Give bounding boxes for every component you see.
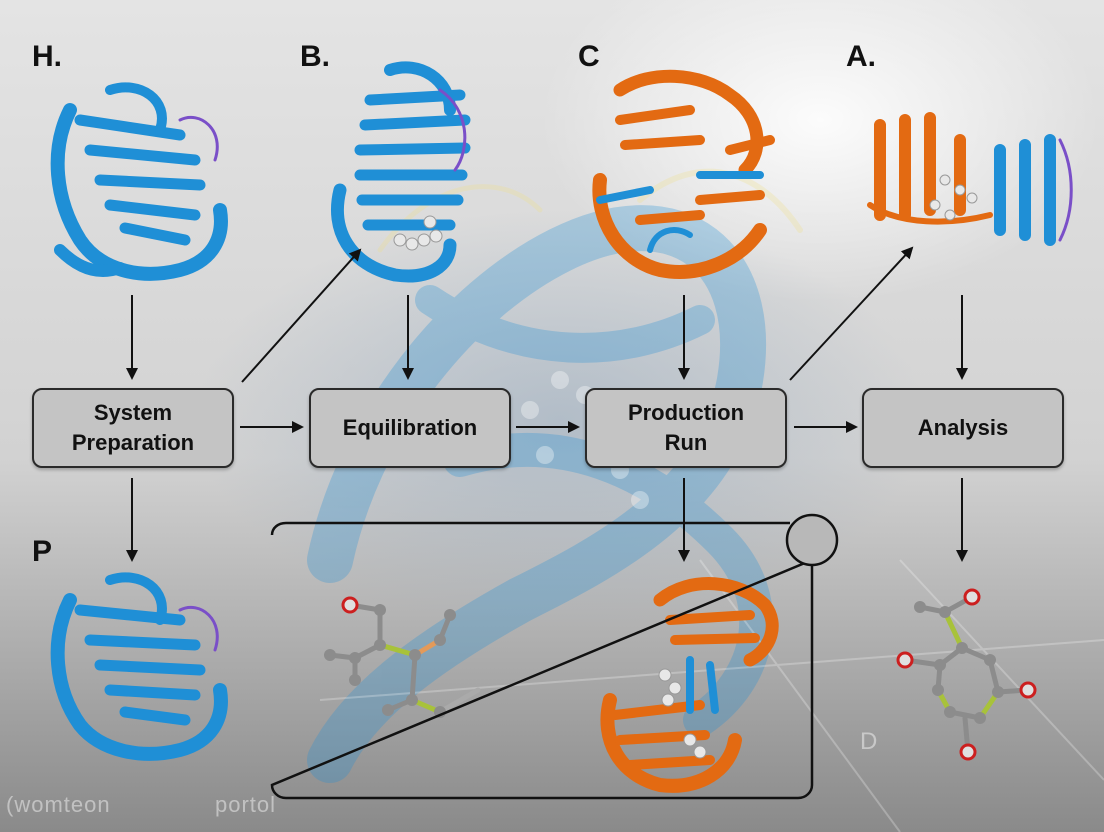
molecule-frame — [270, 521, 814, 800]
arrow-sysprep-to-b — [241, 248, 362, 383]
background-text-right: D — [860, 728, 879, 755]
molecule-ring-icon — [896, 588, 1037, 761]
flow-arrows — [126, 246, 968, 562]
background-text-left: (womteon — [6, 792, 111, 817]
step-analysis: Analysis — [862, 388, 1064, 468]
protein-c-icon — [592, 69, 775, 279]
protein-dimer-icon — [600, 577, 779, 793]
molecule-small-icon — [324, 596, 481, 718]
background-text-middle: portol — [215, 792, 277, 817]
step-system-preparation: System Preparation — [32, 388, 234, 468]
protein-a-icon — [867, 112, 1073, 246]
protein-b-icon — [330, 61, 471, 283]
panel-label-c: C — [578, 40, 600, 73]
step-production-run: Production Run — [585, 388, 787, 468]
protein-h-icon — [50, 82, 228, 281]
protein-p-icon — [50, 572, 228, 761]
arrow-prod-to-a — [789, 246, 914, 381]
panel-label-a: A. — [846, 40, 876, 73]
panel-label-b: B. — [300, 40, 330, 73]
frame-handle-circle — [785, 513, 839, 567]
panel-label-p: P — [32, 535, 53, 568]
step-equilibration: Equilibration — [309, 388, 511, 468]
panel-label-h: H. — [32, 40, 62, 73]
